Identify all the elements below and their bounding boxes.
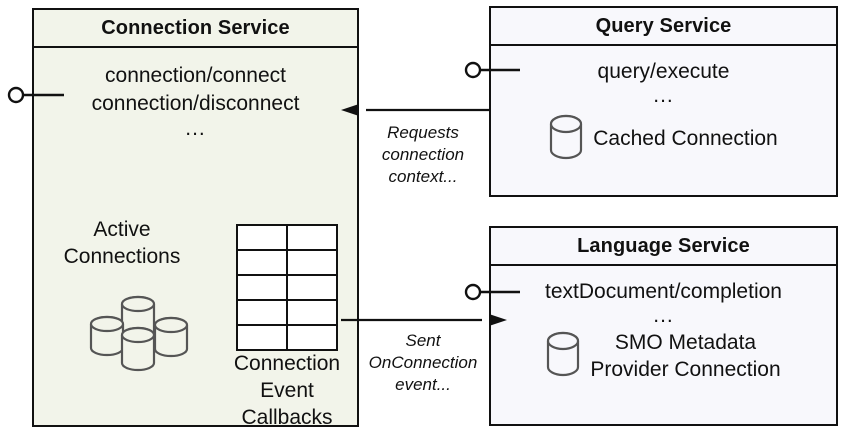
endpoint-connection-connect: connection/connect [105, 64, 286, 87]
smo-metadata-provider-connection-label: SMO Metadata Provider Connection [590, 330, 780, 384]
database-cylinder-icon [546, 331, 580, 382]
connection-event-table-icon [236, 224, 338, 351]
store-label-line2: Provider Connection [590, 357, 781, 381]
language-service-body: textDocument/completion ... SMO Metadata… [491, 266, 836, 424]
edge-label-line1: Sent [405, 331, 441, 350]
callbacks-label-line1: Connection [233, 352, 341, 375]
connection-event-callbacks-label: Connection Event Callbacks [212, 351, 362, 432]
edge-label-line3: context... [388, 167, 458, 187]
language-service-ellipsis: ... [653, 304, 674, 328]
arrow-sent-onconnection-event[interactable] [341, 314, 507, 326]
callbacks-label-line3: Callbacks [241, 405, 333, 429]
language-service-title: Language Service [491, 228, 836, 266]
store-label-line1: SMO Metadata [614, 331, 757, 354]
active-connections-label-line2: Connections [63, 244, 181, 268]
component-query-service[interactable]: Query Service query/execute ... Cached C… [489, 6, 838, 197]
connection-service-body: connection/connect connection/disconnect… [34, 48, 357, 429]
query-service-endpoints: query/execute ... [491, 58, 836, 106]
edge-label-sent-onconnection-event: Sent OnConnection event... [358, 330, 488, 396]
language-service-store: SMO Metadata Provider Connection [491, 330, 836, 384]
edge-label-line3: event... [395, 375, 451, 395]
query-service-store: Cached Connection [491, 114, 836, 165]
query-service-body: query/execute ... Cached Connection [491, 46, 836, 195]
language-service-endpoints: textDocument/completion ... [491, 278, 836, 326]
endpoint-textdocument-completion: textDocument/completion [545, 280, 782, 303]
endpoint-query-execute: query/execute [597, 60, 730, 83]
callbacks-label-line2: Event [260, 378, 314, 402]
database-cluster-icon [86, 291, 204, 373]
connection-service-endpoints: connection/connect connection/disconnect… [34, 62, 357, 139]
query-service-ellipsis: ... [653, 84, 674, 108]
query-service-title: Query Service [491, 8, 836, 46]
component-connection-service[interactable]: Connection Service connection/connect co… [32, 8, 359, 429]
database-cylinder-icon [549, 114, 583, 165]
active-connections-label-line1: Active [93, 218, 151, 241]
connection-service-title: Connection Service [34, 10, 357, 48]
component-language-service[interactable]: Language Service textDocument/completion… [489, 226, 838, 426]
arrow-requests-connection-context[interactable] [341, 104, 489, 116]
edge-label-line2: connection [381, 145, 465, 165]
edge-label-line1: Requests [387, 123, 459, 142]
connection-service-ellipsis: ... [185, 116, 206, 140]
endpoint-connection-disconnect: connection/disconnect [91, 91, 300, 115]
cached-connection-label: Cached Connection [593, 127, 778, 151]
edge-label-line2: OnConnection [368, 353, 478, 373]
active-connections-label: Active Connections [42, 217, 202, 271]
edge-label-requests-connection-context: Requests connection context... [358, 122, 488, 188]
